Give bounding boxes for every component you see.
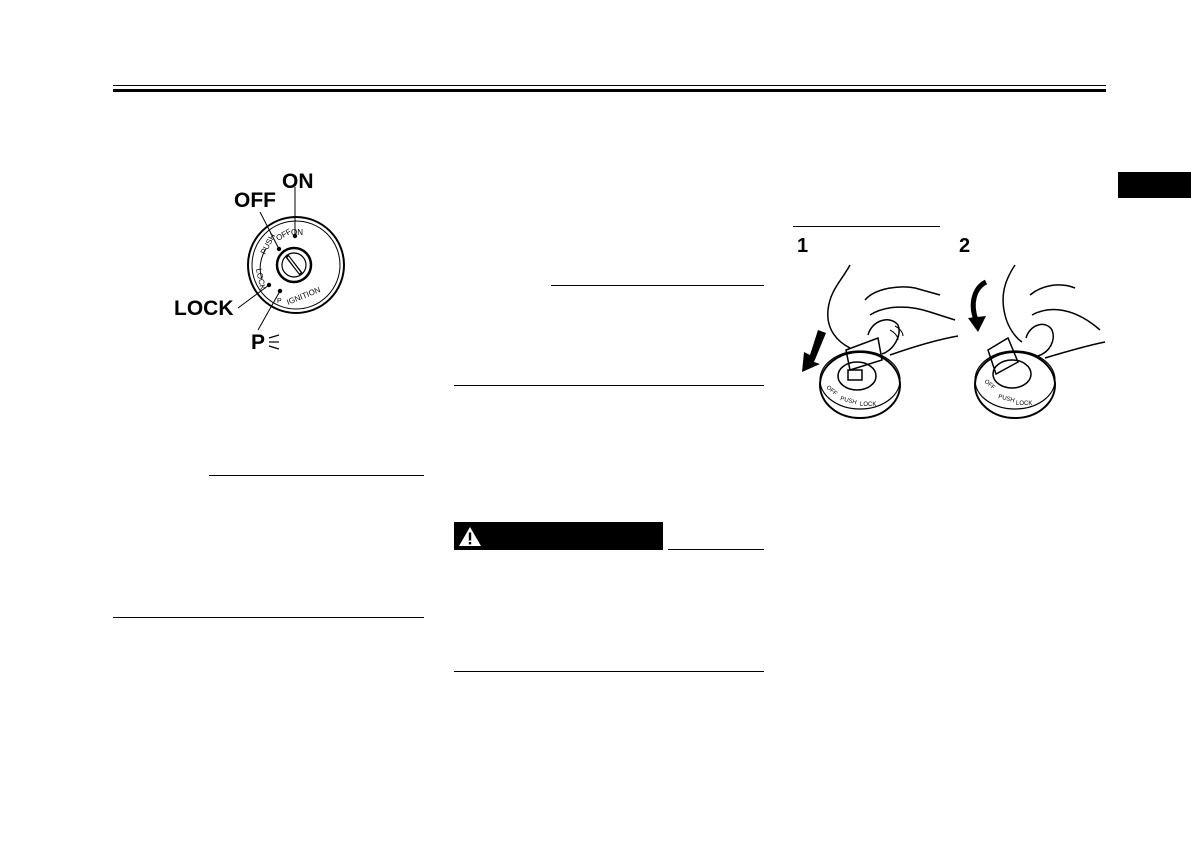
middle-column-rule-short [551,285,764,286]
parking-light-icon [268,334,280,350]
step-2-number: 2 [959,235,971,257]
ring-text-lock: LOCK [254,268,267,292]
header-rule-thick [113,89,1106,92]
label-p-text: P [251,331,266,354]
ring-text-p: P [277,298,282,305]
warning-banner [454,522,663,550]
svg-text:PUSH: PUSH [997,394,1015,404]
ignition-switch-drawing: PUSH OFF ON LOCK P IGNITION [237,187,345,331]
warning-banner-rule [668,549,764,550]
ring-text-on: ON [291,228,303,237]
step-1-number: 1 [797,235,809,257]
steering-lock-step-2-drawing: OFF PUSH LOCK [968,264,1106,419]
svg-text:PUSH: PUSH [839,396,857,406]
section-tab [1118,172,1191,198]
steering-lock-step-1-drawing: OFF PUSH LOCK [802,264,959,419]
label-on: ON [282,170,314,193]
ignition-switch-figure: PUSH OFF ON LOCK P IGNITION [170,165,420,365]
steering-lock-step-2-figure: OFF PUSH LOCK [960,260,1110,430]
left-column-rule-full [113,617,424,618]
svg-text:LOCK: LOCK [860,402,876,408]
svg-text:LOCK: LOCK [1016,401,1032,407]
middle-column-rule-full-2 [454,671,764,672]
header-rule-thin [113,85,1106,86]
left-column-rule-short [209,475,424,476]
warning-triangle-icon [459,527,481,546]
steering-lock-step-1-figure: OFF PUSH LOCK [790,260,960,430]
middle-column-rule-full-1 [454,385,764,386]
label-off: OFF [234,189,276,212]
label-lock: LOCK [174,297,234,320]
svg-text:OFF: OFF [983,379,996,392]
label-p: P [251,331,280,354]
right-column-rule [793,226,940,227]
